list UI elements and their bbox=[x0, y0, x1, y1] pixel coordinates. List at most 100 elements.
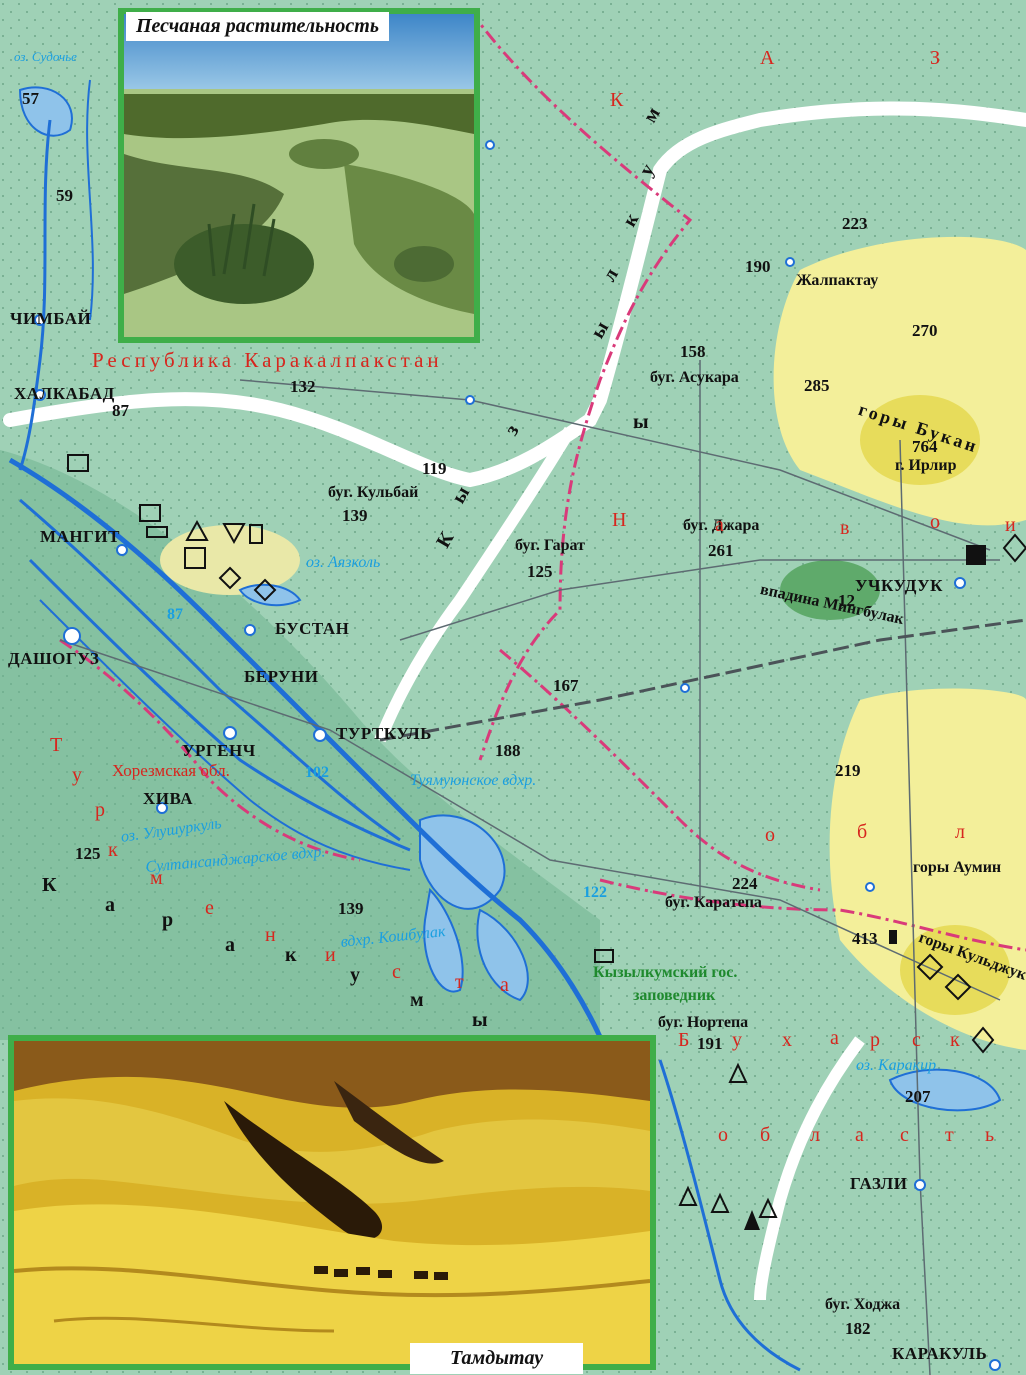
place-garat: буг. Гарат bbox=[515, 537, 585, 554]
region-letter: К bbox=[610, 89, 624, 111]
city-uchkuduk: УЧКУДУК bbox=[855, 576, 943, 595]
amudarya-river bbox=[8, 457, 613, 1061]
mineral-symbol bbox=[678, 1185, 698, 1206]
river-branch bbox=[39, 599, 411, 871]
mineral-symbol bbox=[253, 578, 277, 602]
khorezm-region-label: Хорезмская обл. bbox=[112, 761, 230, 780]
city-chimbay: ЧИМБАЙ bbox=[10, 309, 92, 328]
region-letter: о bbox=[718, 1124, 728, 1146]
region-letter: м bbox=[150, 867, 163, 889]
city-karakul: КАРАКУЛЬ bbox=[892, 1344, 988, 1363]
depression-area bbox=[780, 560, 880, 620]
settlement-marker bbox=[954, 577, 966, 589]
mineral-symbol bbox=[744, 1210, 760, 1230]
region-letter: а bbox=[105, 894, 115, 916]
settlement-marker bbox=[865, 882, 875, 892]
river-km-87: 87 bbox=[167, 606, 183, 623]
region-letter: к bbox=[285, 944, 297, 966]
region-letter: и bbox=[1005, 514, 1016, 536]
elevation-mark: 125 bbox=[527, 562, 553, 581]
peak-irlir: г. Ирлир bbox=[895, 457, 957, 474]
region-letter: ы bbox=[472, 1009, 488, 1031]
settlement-marker bbox=[485, 140, 495, 150]
region-letter: у bbox=[732, 1029, 742, 1051]
place-asukara: буг. Асукара bbox=[650, 369, 739, 386]
lake-sudochye: оз. Судочье bbox=[14, 49, 77, 64]
elevation-mark: 182 bbox=[845, 1319, 871, 1338]
region-letter: м bbox=[410, 989, 424, 1011]
settlement-marker bbox=[785, 257, 795, 267]
region-letter: З bbox=[930, 47, 941, 69]
settlement-marker bbox=[989, 1359, 1001, 1371]
canal-white bbox=[374, 426, 576, 743]
settlement-marker bbox=[223, 726, 237, 740]
place-nortepa: буг. Нортепа bbox=[658, 1014, 749, 1031]
place-zhalaktau: Жалпактау bbox=[796, 272, 879, 289]
photo-sand-vegetation-image bbox=[124, 14, 474, 337]
region-letter: о bbox=[765, 824, 775, 846]
region-letter: к bbox=[950, 1029, 960, 1051]
region-letter: р bbox=[870, 1029, 880, 1051]
region-letter: а bbox=[225, 934, 235, 956]
elevation-mark: 219 bbox=[835, 761, 861, 780]
mineral-symbol bbox=[710, 1192, 730, 1213]
koshbulak-reservoir bbox=[476, 908, 529, 1002]
region-letter: ь bbox=[985, 1124, 995, 1146]
region-letter: у bbox=[350, 964, 360, 986]
region-letter: х bbox=[782, 1029, 792, 1051]
region-letter: с bbox=[392, 961, 401, 983]
city-urgench: УРГЕНЧ bbox=[182, 741, 256, 760]
region-letter: б bbox=[760, 1124, 771, 1146]
elevation-mark: 87 bbox=[112, 401, 129, 420]
lake-ayazkol: оз. Аязколь bbox=[306, 554, 381, 571]
elevation-mark: 190 bbox=[745, 257, 771, 276]
region-letter: р bbox=[95, 799, 105, 821]
photo-top-caption: Песчаная растительность bbox=[126, 12, 389, 41]
mineral-symbol bbox=[185, 519, 209, 541]
river-km-102: 102 bbox=[305, 764, 329, 781]
reserve-label-line1: Кызылкумский гос. bbox=[593, 964, 738, 981]
settlement-marker bbox=[680, 683, 690, 693]
state-border bbox=[59, 638, 361, 862]
province-border bbox=[499, 648, 821, 892]
mineral-symbol bbox=[184, 547, 206, 569]
lake-northwest bbox=[18, 86, 73, 137]
region-letter: н bbox=[265, 924, 276, 946]
region-letter: т bbox=[945, 1124, 954, 1146]
mineral-symbol bbox=[594, 949, 614, 963]
road bbox=[399, 559, 1000, 641]
mountain-area bbox=[860, 395, 980, 485]
city-turtkul: ТУРТКУЛЬ bbox=[336, 724, 432, 743]
elevation-mark: 413 bbox=[852, 929, 878, 948]
mineral-symbol bbox=[728, 1062, 748, 1083]
settlement-marker bbox=[914, 1179, 926, 1191]
region-letter: ы bbox=[633, 411, 649, 433]
river-branch bbox=[19, 498, 401, 842]
river-branch bbox=[28, 558, 411, 852]
mineral-symbol bbox=[67, 454, 89, 472]
city-biruni: БЕРУНИ bbox=[244, 667, 319, 686]
sultansanjar-reservoir bbox=[423, 887, 464, 993]
elevation-mark: 139 bbox=[338, 899, 364, 918]
elevation-mark: 261 bbox=[708, 541, 734, 560]
region-letter: Н bbox=[612, 509, 627, 531]
reservoir-tuyamuyun: Туямуюнское вдхр. bbox=[410, 772, 537, 789]
elevation-mark: 59 bbox=[56, 186, 73, 205]
region-letter: е bbox=[205, 897, 214, 919]
mineral-symbol bbox=[971, 1026, 995, 1054]
river-north bbox=[18, 119, 52, 471]
place-khodzha: буг. Ходжа bbox=[825, 1296, 901, 1313]
elevation-mark: 167 bbox=[553, 676, 579, 695]
region-letter: К bbox=[42, 874, 57, 896]
river-north bbox=[86, 79, 94, 321]
elevation-mark: 57 bbox=[22, 89, 39, 108]
elevation-mark: 285 bbox=[804, 376, 830, 395]
settlement-marker bbox=[116, 544, 128, 556]
settlement-marker bbox=[63, 627, 81, 645]
elevation-mark: 119 bbox=[422, 459, 447, 478]
railway bbox=[379, 618, 1026, 742]
region-letter: б bbox=[857, 821, 868, 843]
city-khiva: ХИВА bbox=[143, 789, 194, 808]
region-letter: а bbox=[500, 974, 509, 996]
